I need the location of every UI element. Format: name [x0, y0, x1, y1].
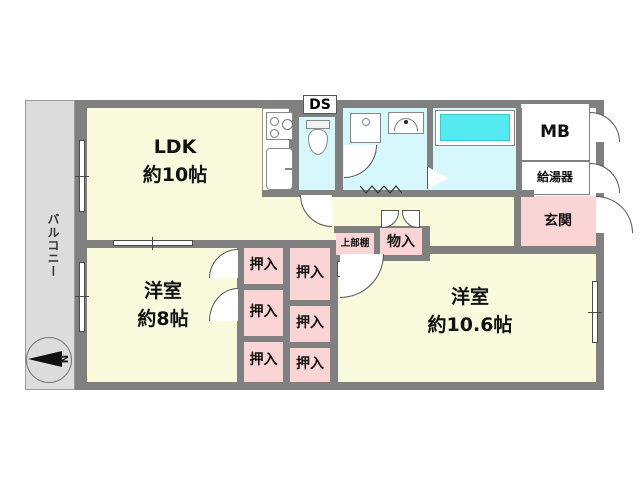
wall-wet-bottom	[262, 190, 534, 197]
closet-b3	[290, 348, 330, 382]
bathroom-door-outline	[427, 167, 448, 189]
toilet-tank-icon	[306, 120, 330, 129]
mb-door-swing[interactable]	[590, 112, 620, 142]
room-ldk-notch	[178, 113, 238, 123]
compass-north-label: N	[58, 354, 69, 364]
wall-closet-block-left	[237, 248, 244, 382]
washing-machine-drain-icon	[362, 118, 370, 126]
room8-size-label: 約8帖	[137, 308, 189, 330]
balcony-label: バルコニー	[46, 212, 60, 278]
wall-closet-b1-b2	[290, 300, 330, 306]
wall-closet-block-mid	[283, 248, 290, 382]
ds-label: DS	[303, 95, 337, 114]
outer-wall-top-ldk	[75, 100, 180, 108]
monoire-folding-door[interactable]	[381, 210, 421, 228]
washroom-folding-door-icon[interactable]	[360, 185, 402, 194]
wall-closet-b2-b3	[290, 342, 330, 348]
entrance-label: 玄関	[544, 213, 572, 229]
water-heater-label: 給湯器	[536, 170, 573, 184]
room-washitsu-10	[338, 253, 596, 382]
closet-b2-label: 押入	[296, 315, 324, 331]
entrance-door-swing[interactable]	[596, 196, 633, 233]
wall-ldk-right	[289, 108, 299, 195]
wall-genkan-left	[514, 196, 521, 253]
water-heater-box	[520, 161, 590, 195]
closet-a1	[244, 248, 283, 284]
wall-closet-block-top	[237, 240, 332, 248]
outer-wall-right	[596, 100, 604, 390]
entrance-genkan	[520, 196, 596, 248]
ldk-size-label: 約10帖	[142, 164, 208, 186]
room10-name-label: 洋室	[450, 286, 489, 308]
storage-monoire-label: 物入	[387, 234, 415, 250]
closet-b2	[290, 306, 330, 342]
compass-rose	[26, 337, 72, 383]
sink-faucet-icon	[285, 168, 294, 170]
wall-storage-right	[422, 226, 430, 260]
closet-a2-label: 押入	[249, 304, 278, 320]
closet-b1	[290, 248, 330, 300]
wall-hall-bottom-mid	[330, 240, 340, 254]
closet-a2	[244, 290, 283, 336]
wall-bath-divider	[427, 108, 433, 170]
partition-ldk-room8[interactable]	[113, 240, 193, 246]
closet-b1-label: 押入	[296, 265, 324, 281]
upper-shelf-label: 上部棚	[340, 238, 370, 249]
mb-label: MB	[540, 122, 570, 142]
bathtub-icon	[440, 114, 510, 141]
closet-a1-label: 押入	[249, 257, 278, 273]
wall-room10-left	[330, 253, 338, 382]
window-room8-balcony[interactable]	[79, 262, 85, 332]
wall-closet-a1-a2	[244, 284, 283, 290]
wall-closet-a2-a3	[244, 336, 283, 342]
wall-bath-right	[516, 108, 522, 196]
wall-hall-bottom-right	[338, 246, 596, 254]
window-room10-mullion	[588, 312, 602, 313]
room8-name-label: 洋室	[143, 280, 182, 302]
upper-shelf	[336, 233, 374, 255]
wall-storage-divider	[374, 226, 380, 260]
partition-mullion	[152, 237, 153, 250]
room-ldk	[87, 108, 262, 240]
storage-monoire	[380, 228, 422, 256]
bathroom-door-icon[interactable]	[428, 167, 448, 189]
toilet-bowl-icon	[308, 129, 328, 155]
closet-a3	[244, 342, 283, 382]
stove-burner-3	[270, 129, 279, 138]
outer-wall-top-right	[236, 100, 604, 108]
stove-burner-1	[270, 117, 279, 126]
wall-toilet-right	[335, 108, 343, 192]
window-room8-mullion	[75, 296, 89, 297]
stove-burner-2	[282, 119, 293, 130]
closet-b3-label: 押入	[296, 356, 324, 372]
compass-needle-icon	[28, 351, 62, 367]
water-heater-door-swing[interactable]	[590, 163, 620, 193]
room10-size-label: 約10.6帖	[427, 314, 513, 336]
closet-a3-label: 押入	[249, 352, 278, 368]
outer-wall-bottom	[75, 382, 604, 390]
ldk-name-label: LDK	[153, 136, 197, 158]
vanity-faucet-icon	[404, 120, 408, 124]
window-ldk-mullion	[75, 176, 89, 177]
